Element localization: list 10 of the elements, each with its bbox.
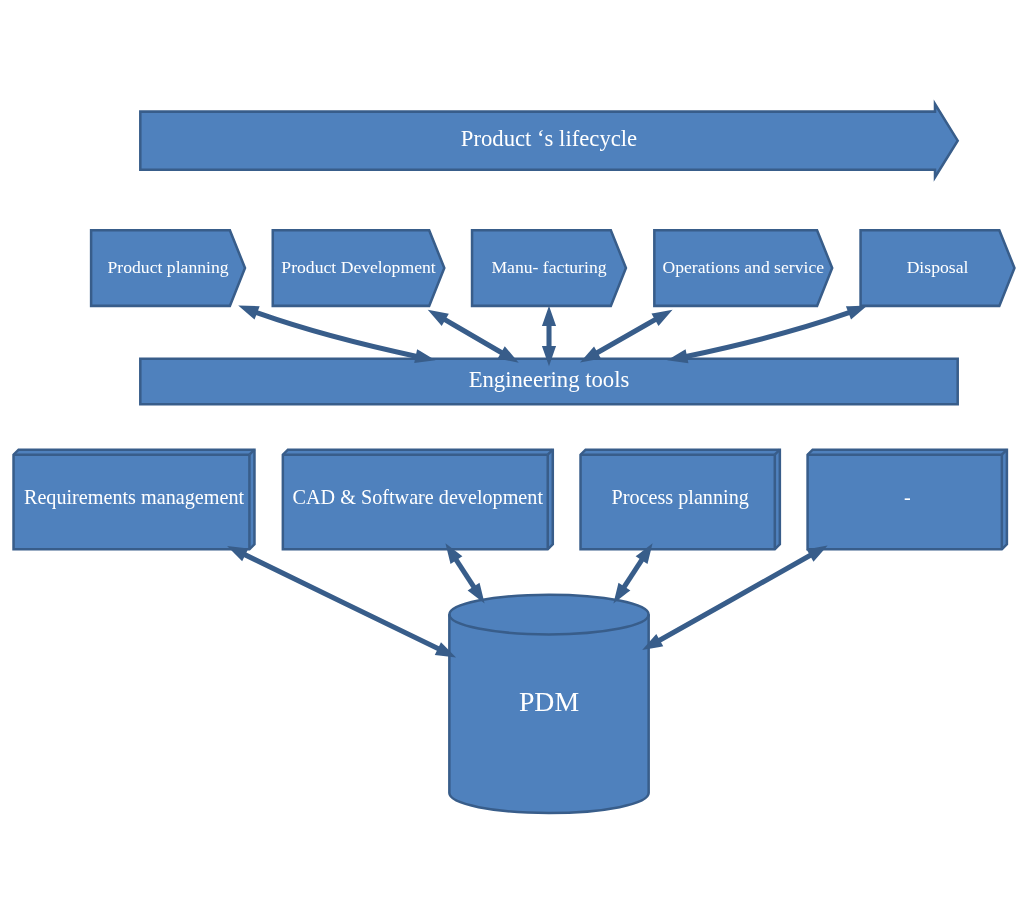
arrow [227,546,457,658]
arrow [541,305,557,367]
arrow [238,305,436,364]
arrow [427,309,519,363]
node-box: Engineering tools [139,357,959,406]
arrow [580,309,673,363]
arrow [642,545,828,651]
arrow [667,305,868,364]
arrow [445,543,485,604]
arrow [613,543,653,604]
